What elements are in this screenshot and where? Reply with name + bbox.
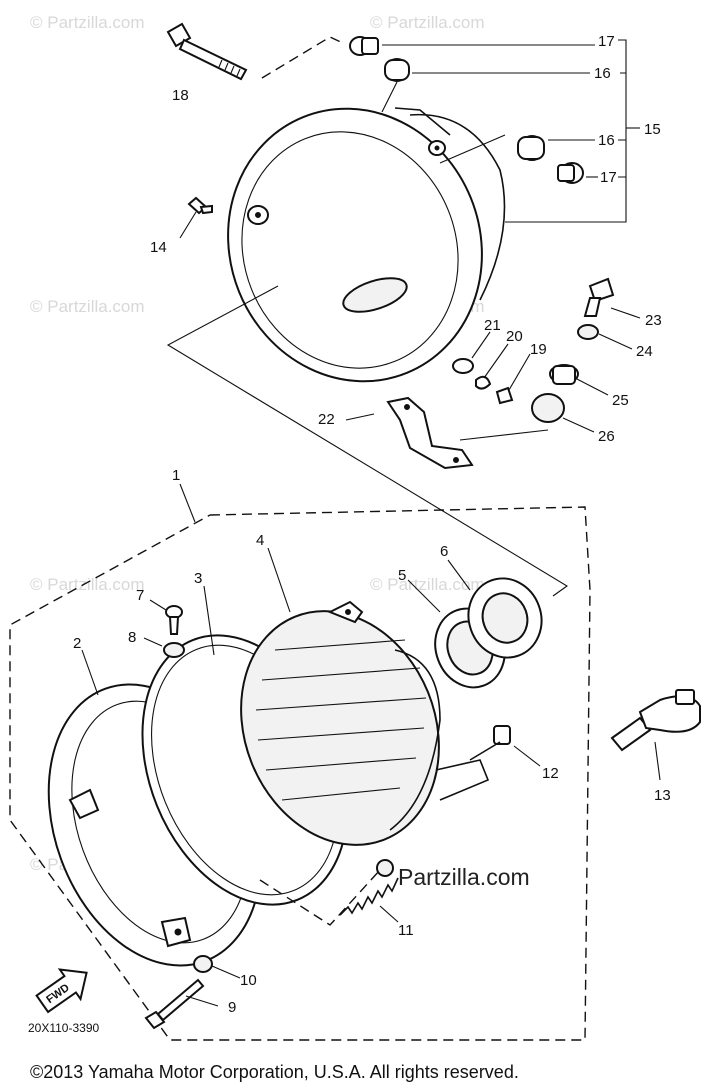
watermark: © Partzilla.com (30, 297, 145, 316)
reference-code: 20X110-3390 (28, 1021, 100, 1035)
callout-25: 25 (612, 392, 629, 409)
forward-arrow-icon: FWD (35, 968, 88, 1014)
callout-24: 24 (636, 343, 653, 360)
callout-16a: 16 (594, 65, 611, 82)
callout-2: 2 (73, 635, 81, 652)
callout-21: 21 (484, 317, 501, 334)
bolt-18-part (166, 22, 248, 81)
callout-5: 5 (398, 567, 406, 584)
callout-7: 7 (136, 587, 144, 604)
callout-8: 8 (128, 629, 136, 646)
lens-unit-4-part (240, 600, 441, 846)
spring-11-part (339, 859, 399, 916)
watermark-main: Partzilla.com (398, 864, 530, 890)
callout-23: 23 (645, 312, 662, 329)
watermark: © Partzilla.com (30, 575, 145, 594)
watermark: © Partzilla.com (30, 13, 145, 32)
callout-9: 9 (228, 999, 236, 1016)
mount-hardware (386, 277, 615, 470)
callout-14: 14 (150, 239, 167, 256)
callout-15: 15 (644, 121, 661, 138)
screw-7-part (163, 605, 185, 658)
socket-6-part (467, 577, 543, 659)
copyright-notice: ©2013 Yamaha Motor Corporation, U.S.A. A… (30, 1062, 519, 1082)
callout-11: 11 (398, 922, 414, 939)
callout-26: 26 (598, 428, 615, 445)
callout-16b: 16 (598, 132, 615, 149)
callout-22: 22 (318, 411, 335, 428)
callout-18: 18 (172, 87, 189, 104)
headlight-shell (227, 107, 506, 383)
watermark: © Partzilla.com (370, 13, 485, 32)
bulb-13-part (610, 689, 701, 752)
callout-1: 1 (172, 467, 180, 484)
callout-3: 3 (194, 570, 202, 587)
callout-17a: 17 (598, 33, 615, 50)
callout-17b: 17 (600, 169, 617, 186)
callout-13: 13 (654, 787, 671, 804)
callout-20: 20 (506, 328, 523, 345)
callout-10: 10 (240, 972, 257, 989)
mount-damper-set (349, 36, 584, 184)
callout-19: 19 (530, 341, 547, 358)
clip-12-part (435, 725, 511, 801)
screw-9-part (144, 955, 213, 1030)
screw-14-part (187, 196, 213, 215)
callout-6: 6 (440, 543, 448, 560)
callout-12: 12 (542, 765, 559, 782)
callout-4: 4 (256, 532, 264, 549)
watermark: © Partzilla.com (370, 575, 485, 594)
